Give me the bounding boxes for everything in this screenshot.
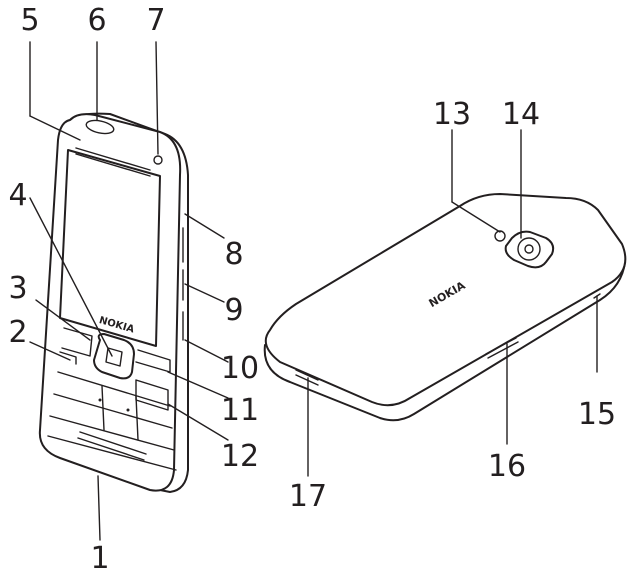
back-view-phone: NOKIA: [265, 194, 626, 420]
callout-14: 14: [502, 97, 540, 132]
callout-8: 8: [224, 237, 243, 272]
callout-5: 5: [20, 3, 39, 38]
callout-17: 17: [289, 479, 327, 514]
callout-9: 9: [224, 293, 243, 328]
callout-2: 2: [8, 315, 27, 350]
callout-13: 13: [433, 97, 471, 132]
callout-3: 3: [8, 271, 27, 306]
callout-1: 1: [90, 541, 109, 576]
callout-10: 10: [221, 351, 259, 386]
callout-6: 6: [87, 3, 106, 38]
callout-11: 11: [221, 393, 259, 428]
callout-4: 4: [8, 178, 27, 213]
callout-16: 16: [488, 449, 526, 484]
callout-15: 15: [578, 397, 616, 432]
callout-12: 12: [221, 439, 259, 474]
callout-7: 7: [146, 3, 165, 38]
front-view-phone: NOKIA: [40, 114, 188, 492]
